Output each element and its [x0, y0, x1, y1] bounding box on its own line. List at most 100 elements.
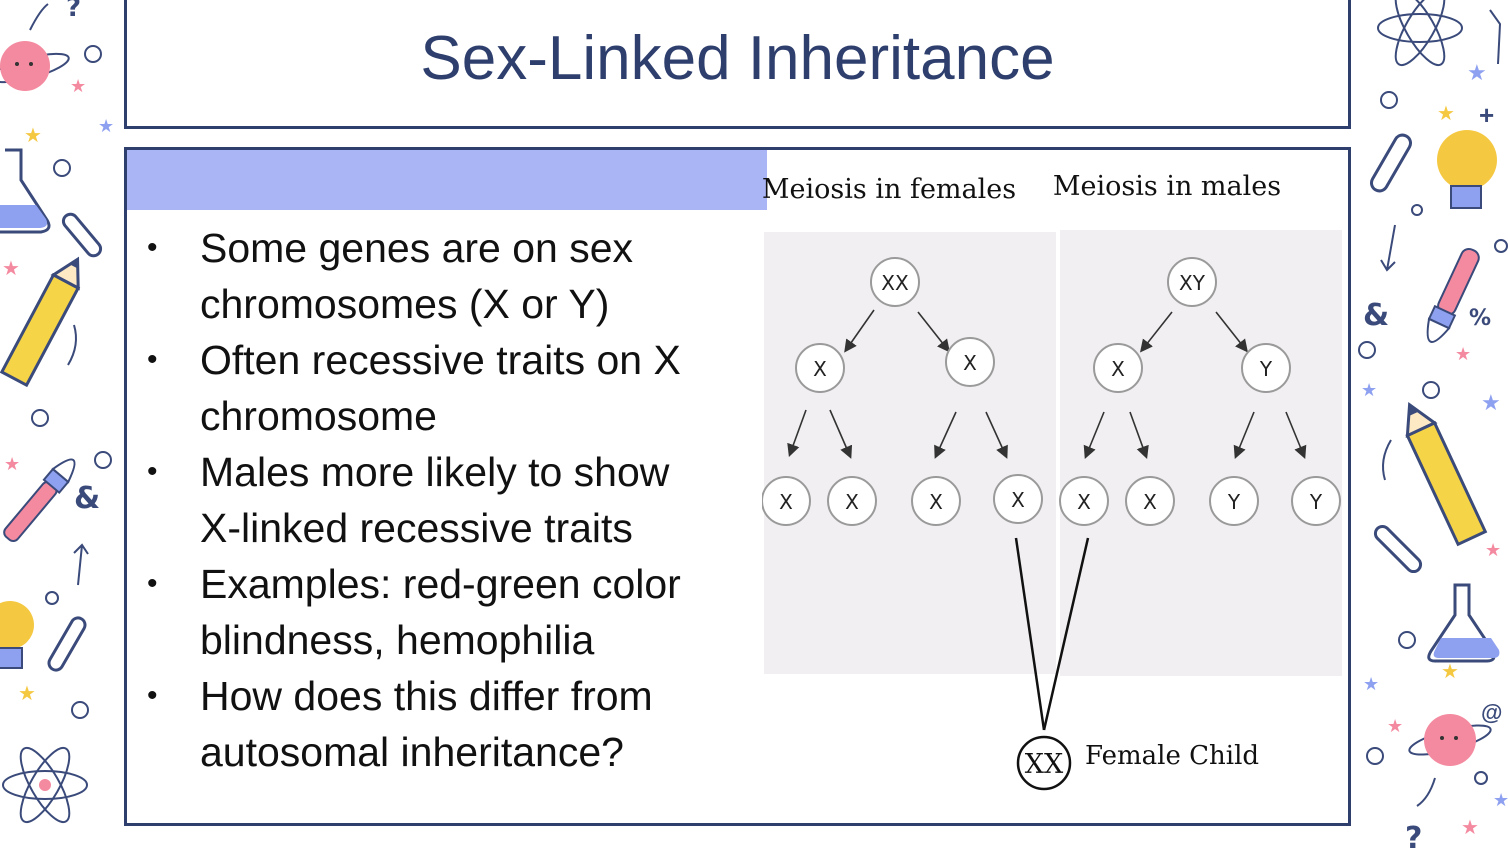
male-gamete-node — [1209, 476, 1259, 526]
circle-doodle — [1366, 747, 1384, 765]
female-level1-node — [795, 343, 845, 393]
fertilization-lines — [1014, 537, 1090, 731]
lightbulb-icon — [0, 601, 34, 669]
arrow-icon — [67, 324, 77, 366]
bullet-line: autosomal inheritance? — [200, 729, 624, 775]
bullet-line: chromosome — [200, 393, 437, 439]
child-genotype-label: XX — [1025, 749, 1064, 780]
male-level1-label: Y — [1259, 357, 1273, 381]
star-icon: ★ — [70, 76, 86, 96]
female-gamete-label: X — [845, 490, 859, 514]
females-header: Meiosis in females — [762, 174, 1016, 205]
circle-doodle — [53, 159, 71, 177]
male-level1-node — [1093, 343, 1143, 393]
arrow-icon — [1382, 439, 1392, 481]
paintbrush-icon — [1426, 247, 1480, 343]
bullet-line: X-linked recessive traits — [200, 505, 633, 551]
ampersand-icon: & — [1363, 298, 1389, 333]
decorative-doodles-right: ★ ★ + & % ★ ★ ★ ★ ★ ★ @ ★ — [1358, 0, 1508, 854]
male-root-label: XY — [1179, 271, 1206, 295]
star-icon: ★ — [1361, 380, 1377, 400]
bullet-list: • Some genes are on sex chromosomes (X o… — [147, 220, 767, 780]
circle-doodle — [1411, 204, 1423, 216]
circle-doodle — [1422, 381, 1440, 399]
male-gamete-node — [1125, 476, 1175, 526]
circle-doodle — [71, 701, 89, 719]
svg-text:?: ? — [66, 0, 81, 23]
arrow-icon — [1489, 9, 1502, 65]
child-node — [1016, 735, 1072, 791]
question-mark-icon: ? — [66, 0, 81, 23]
paintbrush-icon — [3, 458, 76, 542]
bullet-item: • Some genes are on sex chromosomes (X o… — [147, 220, 767, 332]
slide-title: Sex-Linked Inheritance — [420, 24, 1055, 93]
male-gamete-label: Y — [1227, 490, 1241, 514]
bullet-dot: • — [147, 455, 158, 488]
percent-icon: % — [1469, 306, 1491, 331]
ampersand-icon: & — [74, 481, 100, 516]
decorative-doodles-left: ? ★ ★ ★ ★ ★ & ★ — [0, 0, 114, 824]
star-icon: ★ — [1387, 716, 1403, 736]
female-gamete-label: X — [779, 490, 793, 514]
females-arrows — [787, 309, 1008, 459]
at-sign-icon: @ — [1481, 700, 1502, 725]
flask-icon — [0, 148, 51, 234]
star-icon: ★ — [98, 116, 114, 136]
paperclip-icon — [1370, 133, 1412, 193]
bullet-line: blindness, hemophilia — [200, 617, 595, 663]
circle-doodle — [84, 45, 102, 63]
atom-icon — [2, 746, 88, 824]
female-gamete-node — [993, 474, 1043, 524]
atom-icon — [1377, 0, 1463, 67]
star-icon: ★ — [18, 683, 36, 705]
bullet-line: Examples: red-green color — [200, 561, 681, 607]
bullet-item: • Examples: red-green color blindness, h… — [147, 556, 767, 668]
bullet-line: Males more likely to show — [200, 449, 670, 495]
flask-icon — [1427, 583, 1500, 663]
arrow-icon — [73, 543, 89, 586]
female-level1-label: X — [813, 357, 827, 381]
male-root-node — [1167, 257, 1217, 307]
female-gamete-label: X — [1011, 488, 1025, 512]
meiosis-diagram: Meiosis in females Meiosis in males XX X… — [762, 171, 1342, 791]
bullet-dot: • — [147, 567, 158, 600]
male-gamete-label: Y — [1309, 490, 1323, 514]
paperclip-icon — [47, 616, 87, 672]
paperclip-icon — [61, 212, 103, 258]
star-icon: ★ — [1461, 817, 1479, 839]
lightbulb-icon — [1437, 130, 1497, 209]
star-icon: ★ — [1481, 390, 1501, 415]
title-box: Sex-Linked Inheritance — [124, 0, 1351, 129]
star-icon: ★ — [1363, 674, 1379, 694]
star-icon: ★ — [1493, 790, 1508, 810]
male-gamete-label: X — [1143, 490, 1157, 514]
arrow-icon — [1416, 777, 1436, 807]
female-root-node — [870, 257, 920, 307]
star-icon: ★ — [1467, 60, 1487, 85]
male-level1-label: X — [1111, 357, 1125, 381]
pencil-icon — [1405, 401, 1488, 547]
female-level1-node — [945, 337, 995, 387]
star-icon: ★ — [2, 258, 20, 280]
star-icon: ★ — [1455, 344, 1471, 364]
female-root-label: XX — [881, 271, 909, 295]
circle-doodle — [1380, 91, 1398, 109]
paperclip-icon — [1373, 524, 1423, 574]
arrow-icon — [29, 3, 49, 31]
male-level1-node — [1241, 343, 1291, 393]
female-gamete-node — [827, 476, 877, 526]
female-level1-label: X — [963, 351, 977, 375]
female-gamete-node — [762, 476, 811, 526]
circle-doodle — [31, 409, 49, 427]
female-gamete-label: X — [929, 490, 943, 514]
question-mark-icon: ? — [1405, 821, 1422, 854]
female-gamete-node — [911, 476, 961, 526]
plus-icon: + — [1479, 100, 1494, 130]
child-label: Female Child — [1085, 741, 1259, 771]
planet-icon — [1408, 714, 1492, 766]
bullet-item: • Males more likely to show X-linked rec… — [147, 444, 767, 556]
male-gamete-node — [1291, 476, 1341, 526]
header-band — [127, 150, 767, 210]
circle-doodle — [94, 451, 112, 469]
bullet-line: Often recessive traits on X — [200, 337, 681, 383]
